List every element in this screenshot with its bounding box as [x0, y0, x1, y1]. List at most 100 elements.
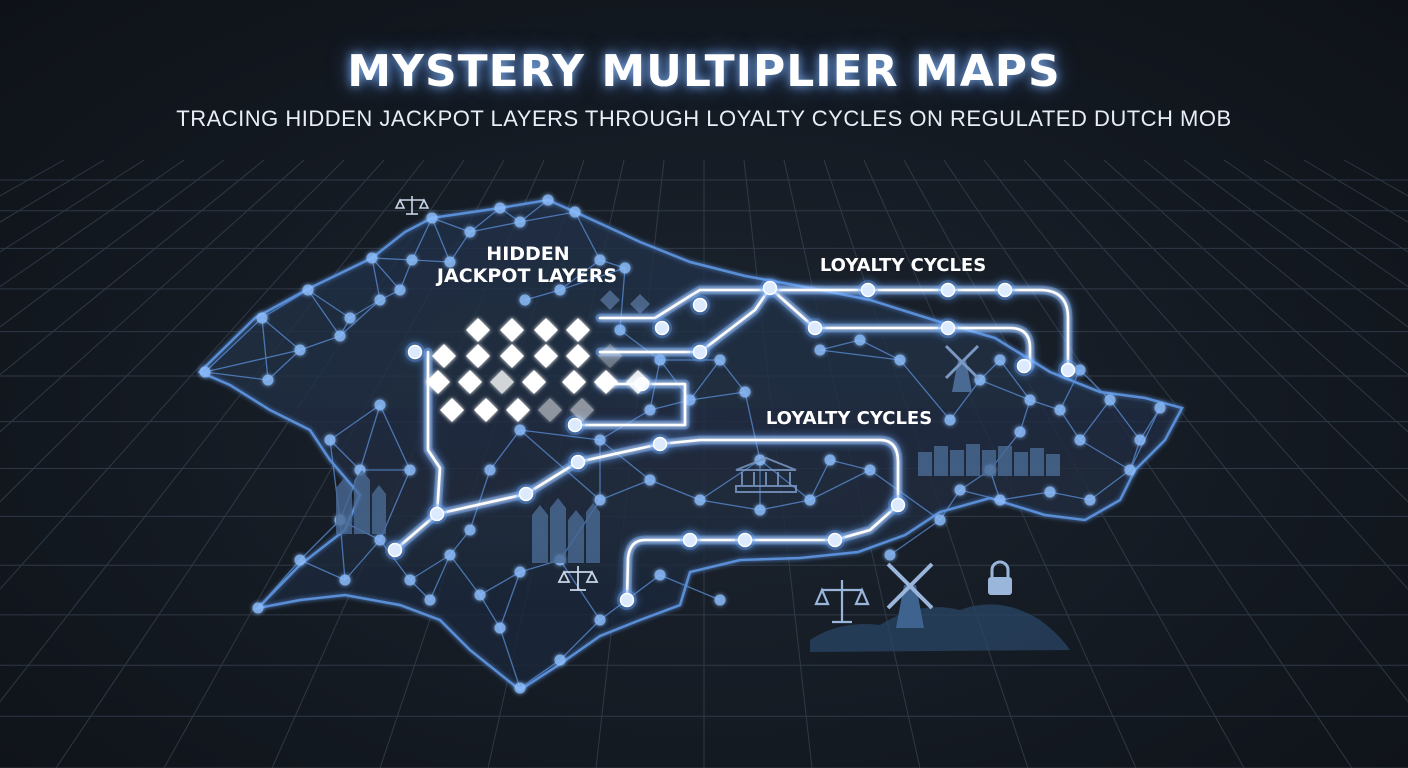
network-edge — [479, 594, 501, 629]
network-node — [374, 399, 386, 411]
grid-line — [0, 159, 145, 253]
hidden-label-line1: HIDDEN — [486, 243, 569, 265]
network-node — [324, 434, 336, 446]
network-node — [854, 334, 866, 346]
network-node — [1044, 486, 1056, 498]
network-node — [542, 194, 554, 206]
grid-line — [1223, 159, 1408, 288]
network-edge — [371, 257, 401, 291]
path-node — [940, 282, 956, 298]
network-edge — [819, 349, 901, 361]
jackpot-tile — [570, 398, 594, 422]
network-edge — [819, 339, 861, 351]
network-node — [654, 354, 666, 366]
network-edge — [1109, 399, 1141, 441]
jackpot-tile — [474, 398, 498, 422]
network-node — [404, 464, 416, 476]
scales-icon — [557, 566, 599, 591]
network-node — [424, 594, 436, 606]
network-node — [594, 494, 606, 506]
jackpot-tile — [538, 398, 562, 422]
network-edge — [809, 469, 871, 501]
network-edge — [1089, 469, 1131, 501]
network-edge — [349, 299, 381, 319]
network-node — [554, 284, 566, 296]
network-edge — [999, 359, 1031, 401]
network-edge — [1019, 399, 1031, 433]
network-edge — [829, 459, 871, 471]
path-node — [387, 542, 403, 558]
jackpot-tile — [432, 344, 456, 368]
network-node — [262, 374, 274, 386]
jackpot-tile — [500, 318, 524, 342]
path-node — [682, 532, 698, 548]
network-node — [804, 494, 816, 506]
loyalty-label-mid: LOYALTY CYCLES — [766, 408, 932, 429]
network-edge — [489, 429, 521, 471]
grid-line — [0, 159, 425, 703]
canal-houses-icon — [532, 498, 600, 563]
network-edge — [1079, 369, 1111, 401]
network-node — [484, 464, 496, 476]
network-node — [374, 294, 386, 306]
network-node — [256, 312, 268, 324]
network-node — [554, 654, 566, 666]
jackpot-tile — [522, 370, 546, 394]
grid-line — [0, 159, 265, 376]
jackpot-tile — [566, 344, 590, 368]
network-edge — [859, 339, 901, 361]
network-edge — [649, 479, 701, 501]
network-edge — [339, 299, 381, 337]
network-edge — [519, 659, 561, 689]
path-node — [654, 320, 670, 336]
network-node — [1074, 434, 1086, 446]
scales-icon — [394, 196, 430, 215]
network-edge — [519, 429, 601, 501]
network-edge — [559, 619, 601, 661]
jackpot-tile — [626, 370, 650, 394]
network-edge — [261, 317, 269, 381]
network-edge — [499, 627, 521, 689]
path-node — [1060, 362, 1076, 378]
network-edge — [371, 257, 381, 301]
jackpot-tile — [506, 398, 530, 422]
network-edge — [889, 519, 941, 556]
page-title: MYSTERY MULTIPLIER MAPS — [347, 46, 1061, 97]
network-edge — [299, 519, 341, 561]
network-node — [494, 202, 506, 214]
jackpot-tile — [490, 370, 514, 394]
network-edge — [261, 317, 301, 351]
network-edge — [1079, 399, 1111, 441]
network-edge — [699, 459, 761, 501]
network-node — [339, 574, 351, 586]
network-node — [569, 206, 581, 218]
network-node — [614, 324, 626, 336]
network-edge — [599, 439, 651, 481]
network-edge — [411, 217, 433, 261]
network-edge — [809, 459, 831, 501]
path-node — [807, 320, 823, 336]
network-edge — [204, 349, 301, 373]
network-edge — [411, 259, 451, 263]
network-node — [954, 484, 966, 496]
jackpot-tile — [594, 370, 618, 394]
network-node — [1024, 394, 1036, 406]
grid-line — [1103, 159, 1408, 433]
path-node — [692, 297, 708, 313]
network-edge — [409, 554, 451, 581]
network-edge — [559, 259, 601, 291]
network-node — [1014, 426, 1026, 438]
network-node — [884, 549, 896, 561]
grid-line — [0, 159, 305, 433]
network-node — [406, 254, 418, 266]
grid-line — [1023, 159, 1408, 590]
network-edge — [519, 211, 576, 223]
network-node — [694, 494, 706, 506]
network-node — [404, 574, 416, 586]
path-node — [1016, 358, 1032, 374]
jackpot-tile — [440, 398, 464, 422]
network-node — [344, 312, 356, 324]
network-edge — [744, 391, 761, 461]
network-node — [619, 262, 631, 274]
